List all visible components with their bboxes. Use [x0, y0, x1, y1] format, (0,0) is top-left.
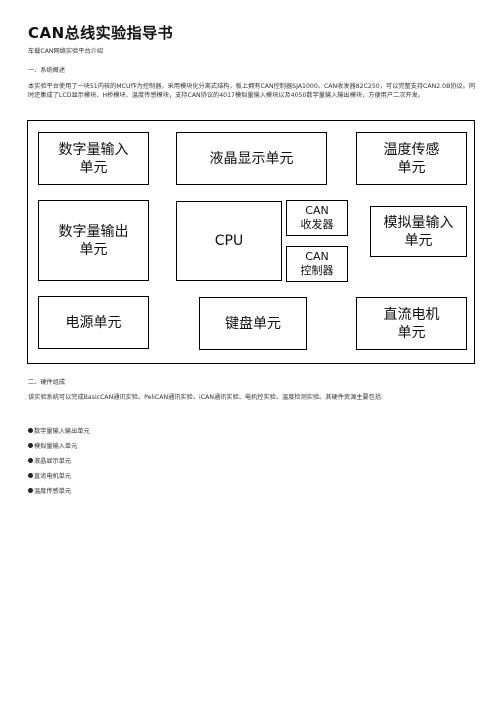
- digital-output-unit: 数字量输出 单元: [38, 200, 149, 281]
- temperature-sensor-unit: 温度传感 单元: [356, 132, 467, 185]
- can-transceiver: CAN 收发器: [286, 200, 348, 236]
- digital-input-unit: 数字量输入 单元: [38, 132, 149, 185]
- bullet-icon: [28, 488, 33, 493]
- section2-body: 该实验系统可以完成BasicCAN通讯实验、PeliCAN通讯实验、iCAN通讯…: [28, 394, 384, 401]
- power-unit: 电源单元: [38, 296, 149, 349]
- list-item: 数字量输入输出单元: [28, 427, 90, 442]
- dc-motor-unit: 直流电机 单元: [356, 297, 467, 350]
- bullet-icon: [28, 473, 33, 478]
- cpu-unit: CPU: [176, 201, 282, 281]
- system-block-diagram: 数字量输入 单元 液晶显示单元 温度传感 单元 数字量输出 单元 CPU CAN…: [27, 120, 475, 364]
- section2-heading: 二、硬件组成: [28, 379, 66, 386]
- analog-input-unit: 模拟量输入 单元: [370, 206, 467, 257]
- section1-heading: 一、系统概述: [28, 67, 66, 74]
- lcd-display-unit: 液晶显示单元: [176, 132, 327, 185]
- list-item: 温度传感单元: [28, 487, 90, 502]
- list-item: 直流电机单元: [28, 472, 90, 487]
- page-title: CAN总线实验指导书: [28, 24, 174, 42]
- list-item: 液晶显示单元: [28, 457, 90, 472]
- bullet-icon: [28, 458, 33, 463]
- section1-body: 本实验平台使用了一块51内核的MCU作为控制器，采用模块化分离式结构，板上拥有C…: [28, 83, 476, 99]
- bullet-icon: [28, 443, 33, 448]
- hardware-list: 数字量输入输出单元 模拟量输入单元 液晶显示单元 直流电机单元 温度传感单元: [28, 427, 90, 502]
- list-item: 模拟量输入单元: [28, 442, 90, 457]
- bullet-icon: [28, 428, 33, 433]
- can-controller: CAN 控制器: [286, 246, 348, 282]
- keyboard-unit: 键盘单元: [199, 297, 307, 350]
- subtitle: 车载CAN网络实验平台介绍: [28, 48, 104, 55]
